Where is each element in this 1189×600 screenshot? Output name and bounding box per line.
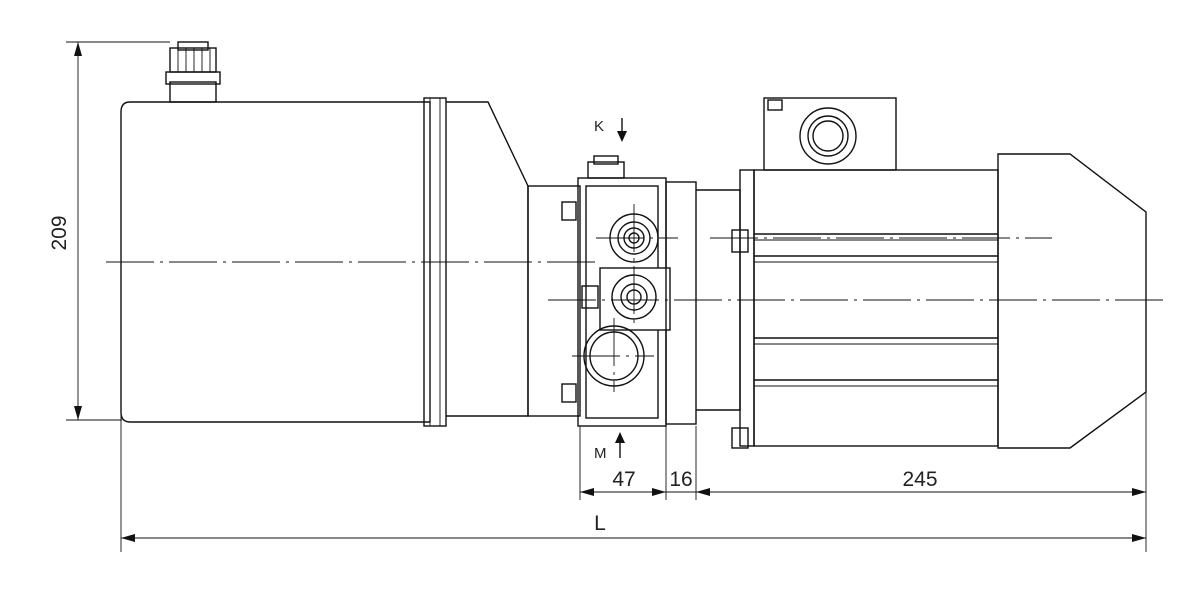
tank-flange <box>527 185 581 417</box>
arrow-up-icon <box>615 432 625 443</box>
dimension-valve-block: 47 <box>579 426 667 500</box>
filler-cap <box>165 41 221 103</box>
center-lines <box>106 204 1166 392</box>
height-label: 209 <box>48 215 71 250</box>
adapter-label: 16 <box>669 468 692 491</box>
port-m-label: M <box>594 445 607 462</box>
electric-motor <box>731 97 1147 449</box>
port-k-label: K <box>594 118 604 135</box>
overall-length-label: L <box>594 512 606 535</box>
port-k-marker: K <box>594 118 627 142</box>
valve-block-label: 47 <box>612 468 635 491</box>
dimension-adapter: 16 <box>666 426 697 500</box>
adapter-ring <box>665 181 741 425</box>
port-m-marker: M <box>594 432 625 462</box>
valve-block <box>577 155 671 427</box>
arrow-down-icon <box>617 131 627 142</box>
motor-label: 245 <box>902 468 937 491</box>
dimension-height: 209 <box>48 41 170 421</box>
dimension-overall: L <box>120 412 1146 552</box>
dimension-motor: 245 <box>696 392 1147 552</box>
